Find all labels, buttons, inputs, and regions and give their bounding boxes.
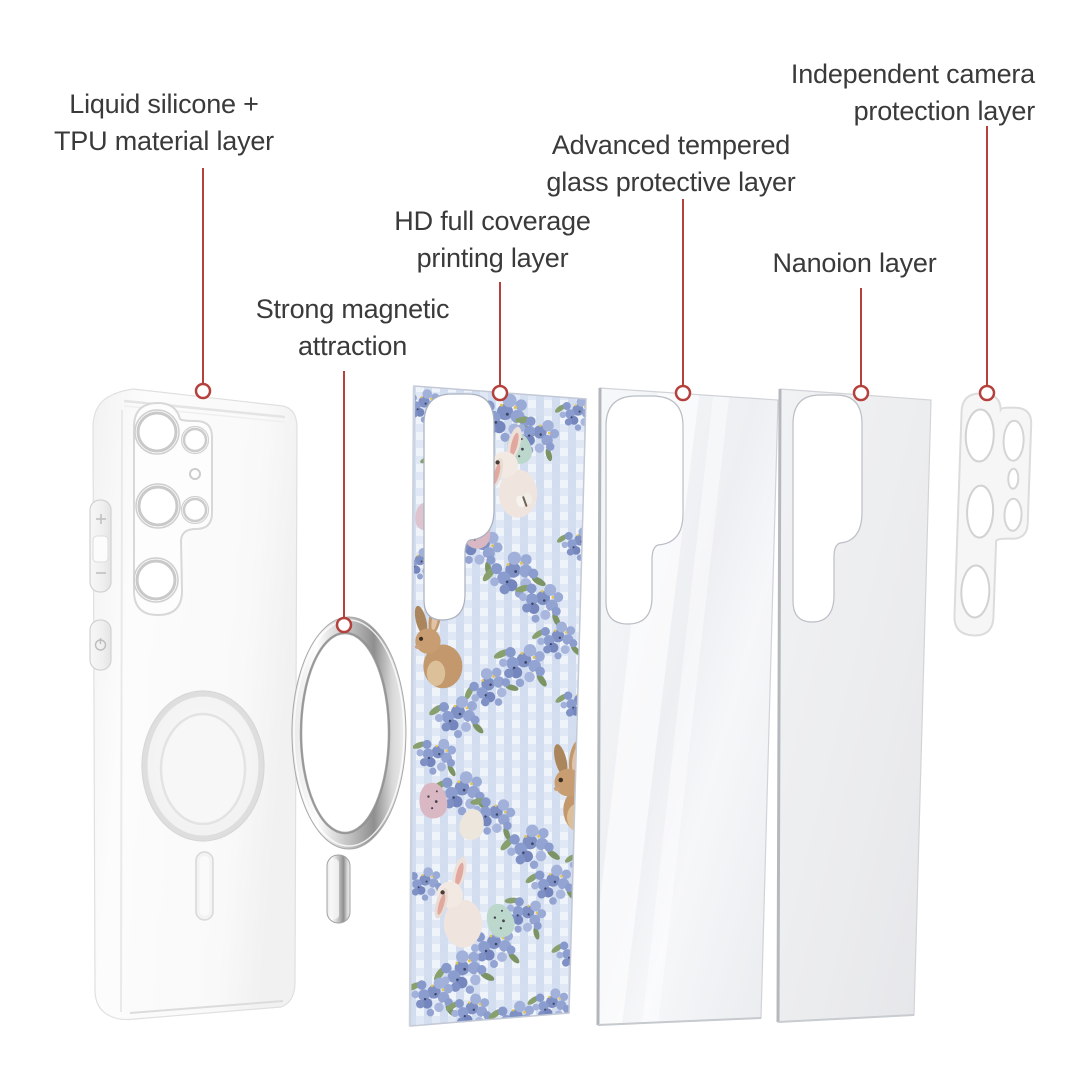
- label-line: glass protective layer: [546, 166, 796, 197]
- label-tempered-glass-layer: Advanced tempered glass protective layer: [525, 127, 817, 200]
- label-silicone-tpu-layer: Liquid silicone + TPU material layer: [18, 86, 310, 159]
- magnetic-ring: [291, 616, 407, 850]
- printed-layer: [408, 385, 587, 1027]
- label-line: Advanced tempered: [551, 130, 791, 160]
- phone-case: [89, 388, 298, 1021]
- nanoion-layer-edge: [776, 388, 782, 1023]
- label-camera-protection-layer: Independent camera protection layer: [743, 56, 1035, 129]
- volume-button: [89, 499, 112, 593]
- case-magnet-slot: [195, 851, 214, 921]
- label-line: Strong magnetic: [255, 294, 450, 324]
- callout-dot-silicone-tpu: [194, 382, 212, 400]
- label-nanoion-layer: Nanoion layer: [712, 245, 997, 282]
- volume-plus-icon: [96, 514, 106, 524]
- callout-dot-camera-protection: [978, 384, 996, 402]
- power-button: [89, 619, 112, 671]
- nanoion-camera-cutout: [792, 394, 863, 623]
- label-line: TPU material layer: [54, 125, 274, 156]
- camera-lens-small: [180, 425, 210, 525]
- callout-dot-magnetic: [335, 616, 353, 634]
- camera-lens-large: [133, 409, 181, 603]
- camera-protection-layer: [953, 392, 1033, 637]
- label-line: attraction: [297, 330, 408, 361]
- label-magnetic-attraction: Strong magnetic attraction: [210, 291, 495, 364]
- label-line: protection layer: [853, 95, 1036, 126]
- flash-hole: [1007, 467, 1020, 490]
- callout-lines: [202, 126, 988, 617]
- label-line: Independent camera: [790, 59, 1035, 89]
- callout-dot-nanoion: [852, 384, 870, 402]
- butterfly: [516, 492, 533, 508]
- label-line: Liquid silicone +: [69, 89, 259, 119]
- label-line: printing layer: [416, 242, 569, 273]
- case-side-crease: [120, 409, 123, 1013]
- camera-protection-holes: [960, 408, 1025, 619]
- callout-dot-printing: [491, 384, 509, 402]
- glass-sheen: [598, 388, 730, 1025]
- case-camera-island: [133, 401, 213, 617]
- callout-dots: [194, 382, 996, 634]
- tempered-glass-layer: [596, 387, 779, 1026]
- label-line: HD full coverage: [394, 206, 591, 236]
- label-line: Nanoion layer: [772, 248, 937, 278]
- camera-flash-hole: [189, 468, 201, 480]
- nanoion-layer: [776, 388, 932, 1023]
- magnet-bar: [326, 854, 351, 924]
- printed-layer-camera-cutout: [423, 393, 495, 621]
- case-magsafe-indent: [141, 690, 265, 842]
- glass-camera-cutout: [605, 395, 684, 625]
- glass-layer-edge: [596, 387, 602, 1026]
- printed-layer-edge: [408, 385, 416, 1027]
- label-printing-layer: HD full coverage printing layer: [350, 203, 635, 276]
- callout-dot-tempered-glass: [674, 384, 692, 402]
